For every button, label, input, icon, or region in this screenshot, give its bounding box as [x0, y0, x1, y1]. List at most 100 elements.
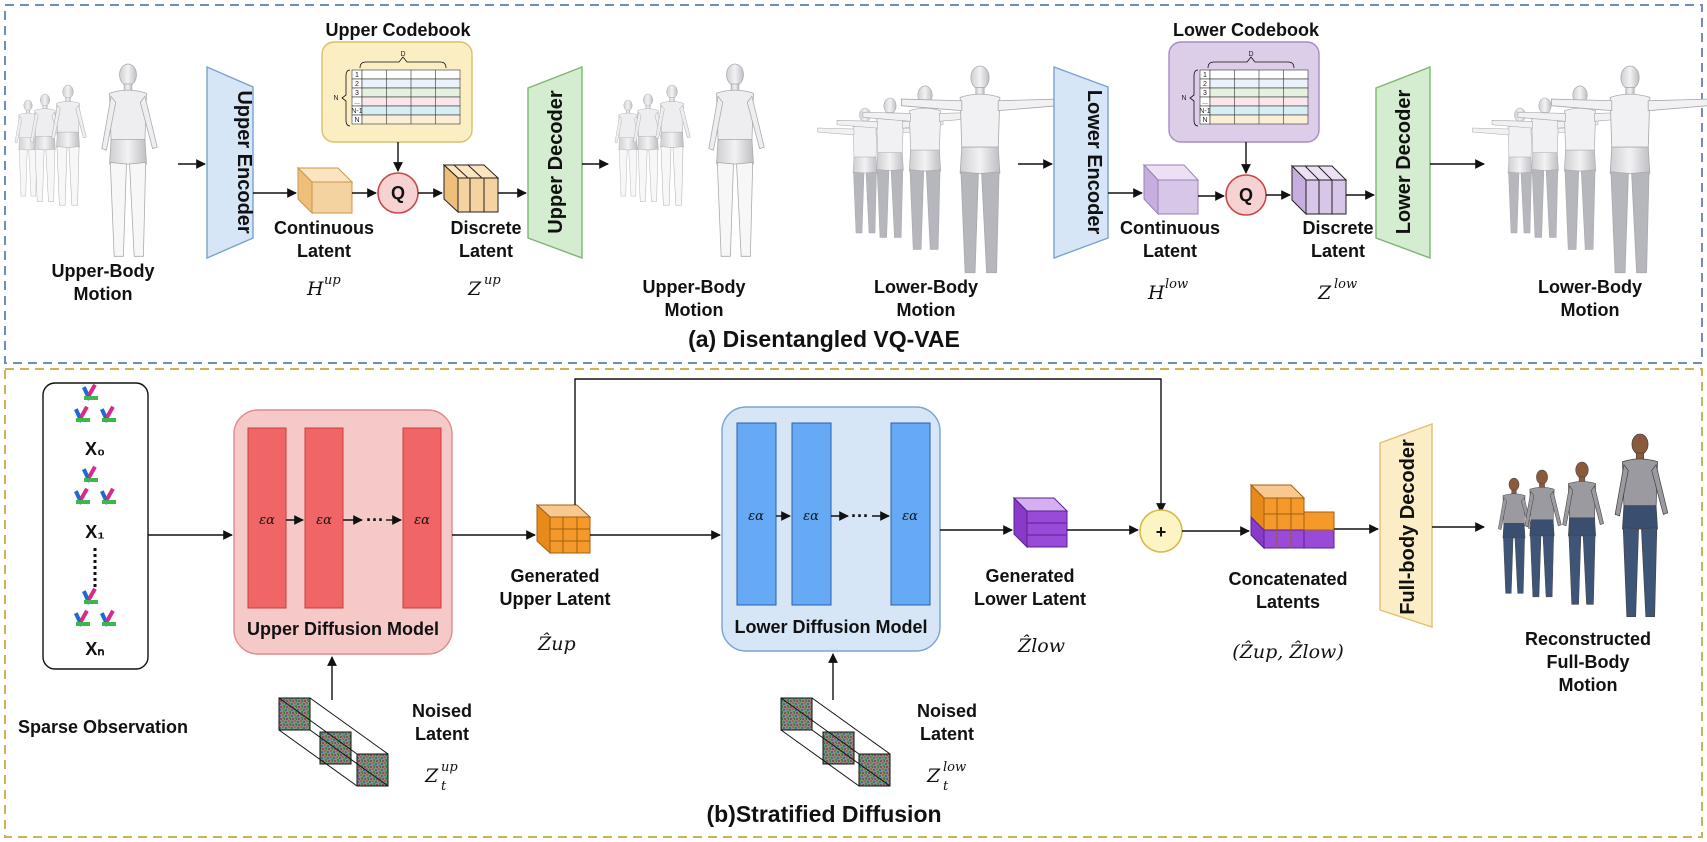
human-figure [1491, 97, 1599, 238]
codebook-index-label: 3 [355, 90, 359, 97]
zt-low-base: Z [926, 765, 941, 787]
axis-icon [100, 609, 116, 627]
upper-discrete-latent-icon [442, 163, 500, 214]
lower-noised-latent-icon [780, 697, 891, 787]
reconstructed-label-2: Full-Body [1547, 652, 1630, 672]
reconstructed-label-1: Reconstructed [1525, 629, 1651, 649]
axis-icon [74, 405, 90, 423]
human-figure [101, 63, 158, 257]
codebook-index-label: N-1 [1199, 108, 1210, 115]
human-figure [1614, 433, 1669, 618]
concatenated-latents-icon [1249, 483, 1335, 550]
axis-icon [82, 465, 98, 483]
upper-input-label-2: Motion [74, 284, 133, 304]
lower-continuous-label-2: Latent [1143, 241, 1197, 261]
human-figure [30, 93, 62, 202]
generated-upper-label-1: Generated [510, 566, 599, 586]
codebook-index-label: N-1 [351, 108, 362, 115]
z-low-sup: low [1334, 277, 1357, 292]
upper-diffusion-label: Upper Diffusion Model [247, 619, 439, 639]
upper-noised-label-2: Latent [415, 724, 469, 744]
lower-body-motion-output-figures [1472, 65, 1707, 274]
human-figure [836, 97, 944, 238]
section-b-frame [4, 368, 1703, 838]
z-up-base: Z [467, 278, 482, 300]
human-figure [614, 99, 643, 197]
codebook-index-label: 2 [1203, 81, 1207, 88]
upper-quantizer-label: Q [391, 183, 405, 203]
upper-encoder-block [206, 65, 254, 260]
human-figure [1551, 65, 1707, 274]
upper-continuous-latent-icon [296, 166, 354, 215]
codebook-index-label: N [354, 117, 359, 124]
lower-encoder-block [1053, 65, 1109, 260]
human-figure [633, 93, 665, 202]
human-figure [1472, 107, 1568, 234]
upper-eps-1: εα [259, 513, 275, 528]
z-up-sup: up [484, 273, 501, 288]
lower-eps-3: εα [902, 509, 918, 524]
human-figure [901, 65, 1059, 274]
z-low-base: Z [1317, 282, 1332, 304]
lower-noised-label-1: Noised [917, 701, 977, 721]
section-b-title: (b)Stratified Diffusion [706, 801, 941, 827]
human-figure [1498, 477, 1532, 594]
h-low-base: H [1147, 282, 1165, 304]
zt-up-sup: up [441, 760, 458, 775]
upper-body-motion-output-figures [614, 63, 765, 257]
lower-discrete-latent-icon [1290, 164, 1348, 216]
lower-encoder-label: Lower Encoder [1083, 90, 1105, 235]
generated-upper-label-2: Upper Latent [499, 589, 610, 609]
lower-noised-label-2: Latent [920, 724, 974, 744]
upper-discrete-label-1: Discrete [450, 218, 521, 238]
lower-continuous-label-1: Continuous [1120, 218, 1220, 238]
reconstructed-full-body-figures [1498, 433, 1669, 618]
reconstructed-label-3: Motion [1559, 675, 1618, 695]
obs-label-1: X₁ [85, 522, 104, 542]
zt-up-base: Z [424, 765, 439, 787]
h-low-sup: low [1165, 277, 1188, 292]
codebook-dim-label: D [1248, 51, 1253, 58]
zt-up-sub: t [441, 779, 447, 794]
generated-lower-label-2: Lower Latent [974, 589, 1086, 609]
lower-codebook-title: Lower Codebook [1173, 20, 1320, 40]
codebook-rows-label: N [333, 95, 338, 102]
codebook-index-label: 1 [355, 72, 359, 79]
human-figure [1524, 469, 1562, 598]
codebook-index-label: 3 [1203, 90, 1207, 97]
generated-lower-latent-icon [1012, 496, 1069, 549]
codebook-index-label: 2 [355, 81, 359, 88]
obs-label-0: X₀ [85, 439, 105, 459]
lower-body-motion-input-figures [817, 65, 1059, 274]
h-up-sup: up [324, 273, 341, 288]
upper-noised-latent-icon [278, 697, 389, 787]
h-up-base: H [306, 278, 324, 300]
human-figure [862, 85, 988, 250]
axis-icon [100, 487, 116, 505]
lower-eps-1: εα [748, 509, 764, 524]
lower-output-label-2: Motion [1561, 300, 1620, 320]
codebook-index-label: ... [1202, 99, 1208, 106]
codebook-index-label: 1 [1203, 72, 1207, 79]
upper-output-label-1: Upper-Body [643, 277, 746, 297]
lower-diffusion-label: Lower Diffusion Model [735, 617, 928, 637]
upper-continuous-label-1: Continuous [274, 218, 374, 238]
lower-eps-2: εα [803, 509, 819, 524]
generated-upper-latent-icon [535, 503, 592, 555]
lower-quantizer-label: Q [1239, 185, 1253, 205]
lower-diffusion-blocks [736, 422, 931, 606]
section-a-title: (a) Disentangled VQ-VAE [688, 326, 960, 352]
codebook-rows-label: N [1181, 95, 1186, 102]
lower-discrete-label-2: Latent [1311, 241, 1365, 261]
upper-decoder-block [527, 65, 583, 260]
z-hat-up: Ẑup [537, 632, 576, 655]
axis-icon [82, 383, 98, 401]
concatenated-label-1: Concatenated [1228, 569, 1347, 589]
codebook-index-label: N [1202, 117, 1207, 124]
upper-encoder-label: Upper Encoder [233, 90, 255, 234]
codebook-dim-brace [359, 56, 447, 69]
